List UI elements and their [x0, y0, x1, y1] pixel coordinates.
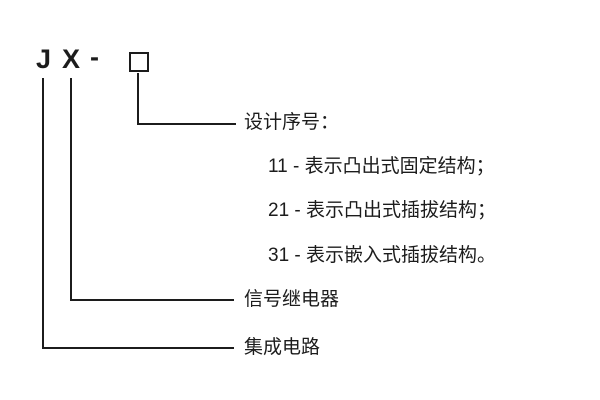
design-item-11: 11 - 表示凸出式固定结构；	[268, 156, 495, 177]
design-item-21: 21 - 表示凸出式插拔结构；	[268, 200, 497, 221]
connector-x-vertical	[70, 78, 72, 301]
code-dash: -	[90, 42, 99, 72]
design-serial-label: 设计序号：	[244, 112, 340, 133]
integrated-circuit-label: 集成电路	[244, 337, 321, 358]
connector-box-horizontal	[137, 123, 236, 125]
code-letter-j: J	[36, 44, 52, 74]
connector-x-horizontal	[70, 299, 234, 301]
design-item-31: 31 - 表示嵌入式插拔结构。	[268, 245, 497, 266]
connector-box-vertical	[137, 73, 139, 125]
connector-j-vertical	[42, 78, 44, 349]
connector-j-horizontal	[42, 347, 234, 349]
placeholder-box-icon	[129, 52, 149, 72]
signal-relay-label: 信号继电器	[244, 289, 340, 310]
code-letter-x: X	[62, 44, 81, 74]
